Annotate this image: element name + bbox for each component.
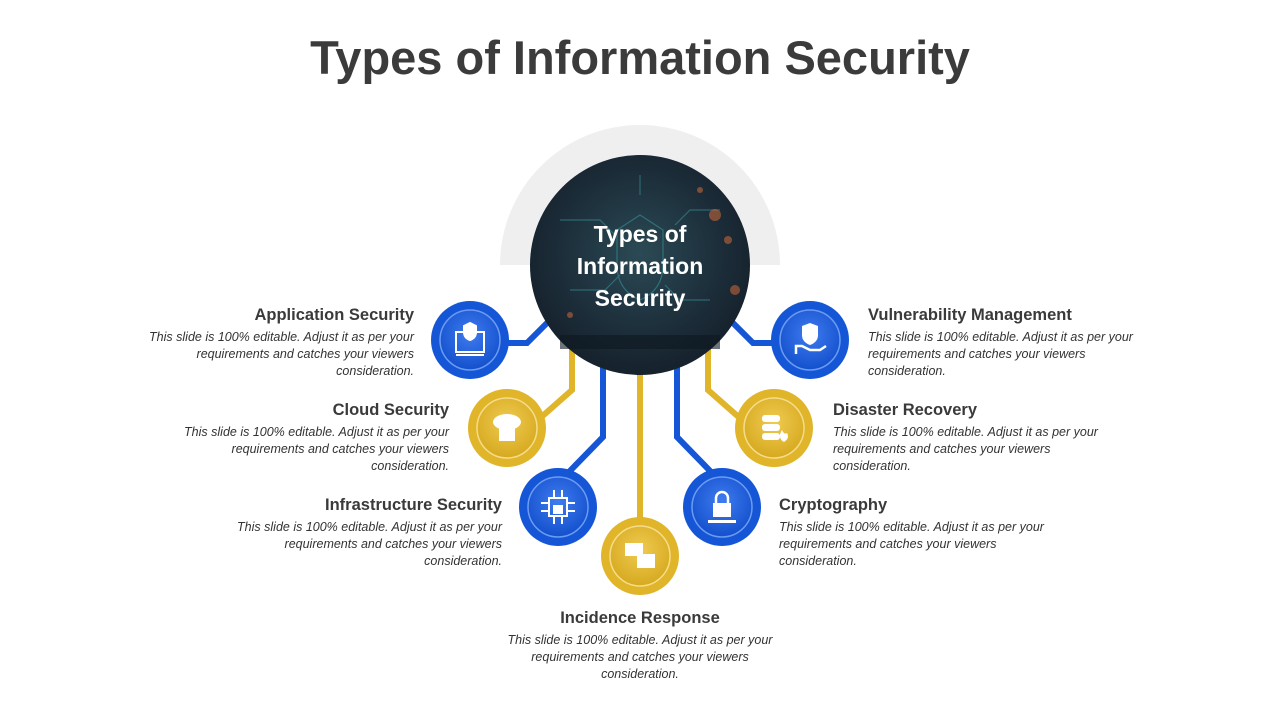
- item-title: Disaster Recovery: [833, 401, 978, 419]
- item-disaster-recovery: Disaster Recovery This slide is 100% edi…: [833, 401, 1123, 475]
- padlock-circuit-icon: [708, 490, 736, 523]
- item-title: Cryptography: [779, 496, 888, 514]
- item-title: Application Security: [254, 306, 414, 324]
- item-cloud-security: Cloud Security This slide is 100% editab…: [159, 401, 449, 475]
- node-application: [431, 301, 509, 379]
- item-application-security: Application Security This slide is 100% …: [124, 306, 414, 380]
- item-description: This slide is 100% editable. Adjust it a…: [184, 425, 449, 473]
- item-title: Infrastructure Security: [325, 496, 502, 514]
- chip-lock-icon: [541, 490, 575, 524]
- item-description: This slide is 100% editable. Adjust it a…: [779, 520, 1044, 568]
- item-description: This slide is 100% editable. Adjust it a…: [507, 633, 773, 681]
- item-description: This slide is 100% editable. Adjust it a…: [833, 425, 1098, 473]
- center-title-line: Information: [576, 253, 704, 279]
- center-title-line: Security: [594, 285, 686, 311]
- hand-shield-icon: [794, 323, 827, 354]
- chat-bubbles-icon: [625, 543, 655, 568]
- connector-application: [505, 317, 553, 346]
- connector-vulnerability: [727, 317, 775, 346]
- item-title: Incidence Response: [560, 609, 720, 627]
- monitor-shield-icon: [455, 321, 485, 356]
- item-description: This slide is 100% editable. Adjust it a…: [149, 330, 414, 378]
- node-cloud: [468, 389, 546, 467]
- item-cryptography: Cryptography This slide is 100% editable…: [779, 496, 1069, 570]
- item-vulnerability-management: Vulnerability Management This slide is 1…: [868, 306, 1158, 380]
- node-cryptography: [683, 468, 761, 546]
- item-incidence-response: Incidence Response This slide is 100% ed…: [495, 609, 785, 683]
- item-title: Cloud Security: [332, 401, 449, 419]
- connector-infrastructure: [563, 360, 606, 478]
- database-fire-icon: [762, 415, 788, 442]
- connector-disaster: [705, 345, 744, 423]
- cloud-lock-icon: [493, 414, 521, 441]
- item-infrastructure-security: Infrastructure Security This slide is 10…: [212, 496, 502, 570]
- connector-cloud: [536, 345, 575, 423]
- connector-cryptography: [674, 360, 717, 478]
- node-vulnerability: [771, 301, 849, 379]
- item-description: This slide is 100% editable. Adjust it a…: [237, 520, 502, 568]
- center-image: [530, 155, 750, 375]
- node-incidence: [601, 517, 679, 595]
- page-title: Types of Information Security: [310, 31, 970, 84]
- item-description: This slide is 100% editable. Adjust it a…: [868, 330, 1133, 378]
- center-title: Types of Information Security: [540, 218, 740, 314]
- node-disaster: [735, 389, 813, 467]
- item-title: Vulnerability Management: [868, 306, 1072, 324]
- node-infrastructure: [519, 468, 597, 546]
- center-title-line: Types of: [593, 221, 687, 247]
